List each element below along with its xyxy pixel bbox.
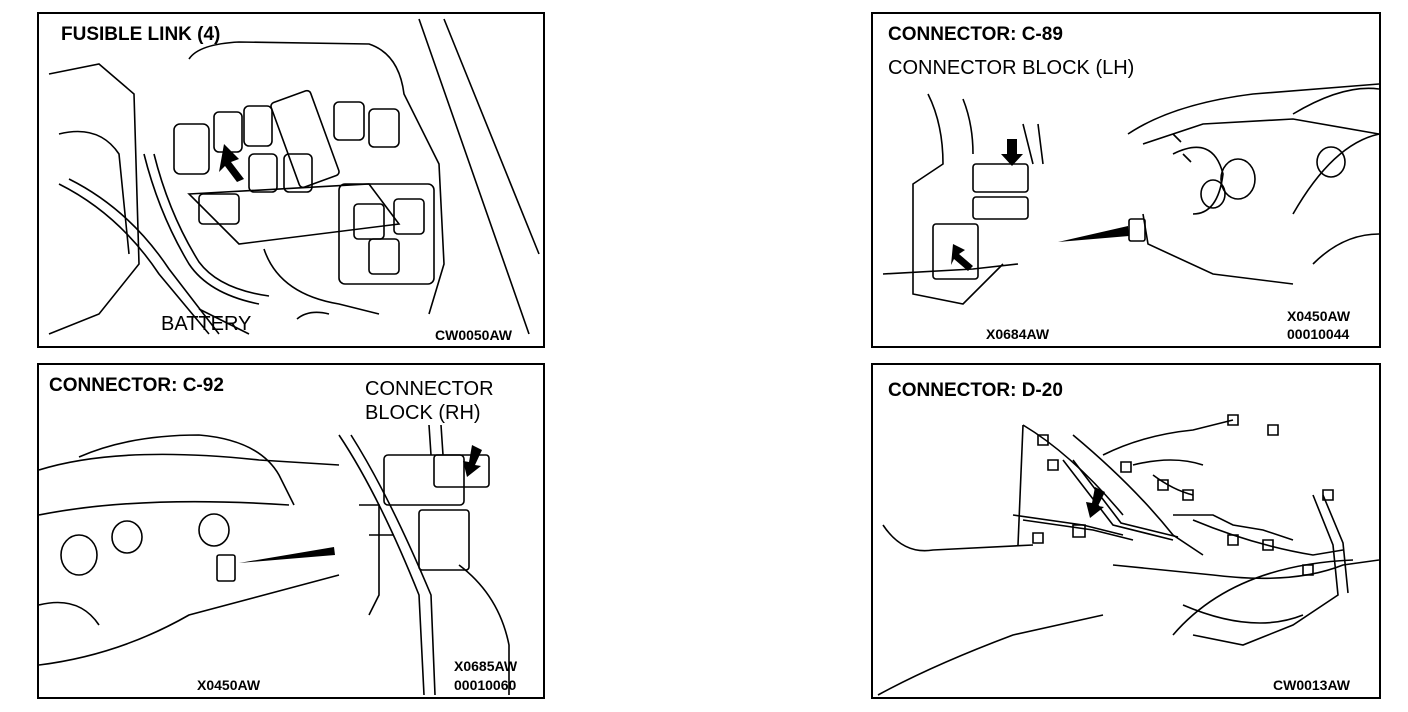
- panel-title: CONNECTOR: D-20: [888, 380, 1063, 401]
- figure-code: CW0050AW: [435, 327, 513, 343]
- connector-d20-panel: CONNECTOR: D-20 CW0013AW: [871, 363, 1381, 699]
- figure-number: 00010060: [454, 677, 517, 693]
- battery-callout: BATTERY: [161, 313, 252, 335]
- figure-code-right: X0685AW: [454, 658, 518, 674]
- figure-code-left: X0684AW: [986, 326, 1050, 342]
- panel-title: CONNECTOR: C-92: [49, 375, 224, 396]
- panel-title: CONNECTOR: C-89: [888, 24, 1063, 45]
- connector-block-lh-illustration: [873, 14, 1379, 346]
- figure-code-right: X0450AW: [1287, 308, 1351, 324]
- harness-illustration: [873, 365, 1379, 697]
- figure-number: 00010044: [1287, 326, 1350, 342]
- engine-bay-illustration: [39, 14, 543, 346]
- figure-code: CW0013AW: [1273, 677, 1351, 693]
- connector-c92-panel: CONNECTOR: C-92 CONNECTOR BLOCK (RH) X04…: [37, 363, 545, 699]
- connector-c89-panel: CONNECTOR: C-89 CONNECTOR BLOCK (LH) X06…: [871, 12, 1381, 348]
- fusible-link-panel: FUSIBLE LINK (4) BATTERY CW0050AW: [37, 12, 545, 348]
- panel-title: FUSIBLE LINK (4): [61, 24, 221, 45]
- connector-block-label: CONNECTOR BLOCK (LH): [888, 57, 1135, 79]
- block-rh-label: BLOCK (RH): [365, 402, 481, 424]
- figure-code-left: X0450AW: [197, 677, 261, 693]
- connector-block-rh-illustration: [39, 365, 543, 697]
- connector-label: CONNECTOR: [365, 378, 494, 400]
